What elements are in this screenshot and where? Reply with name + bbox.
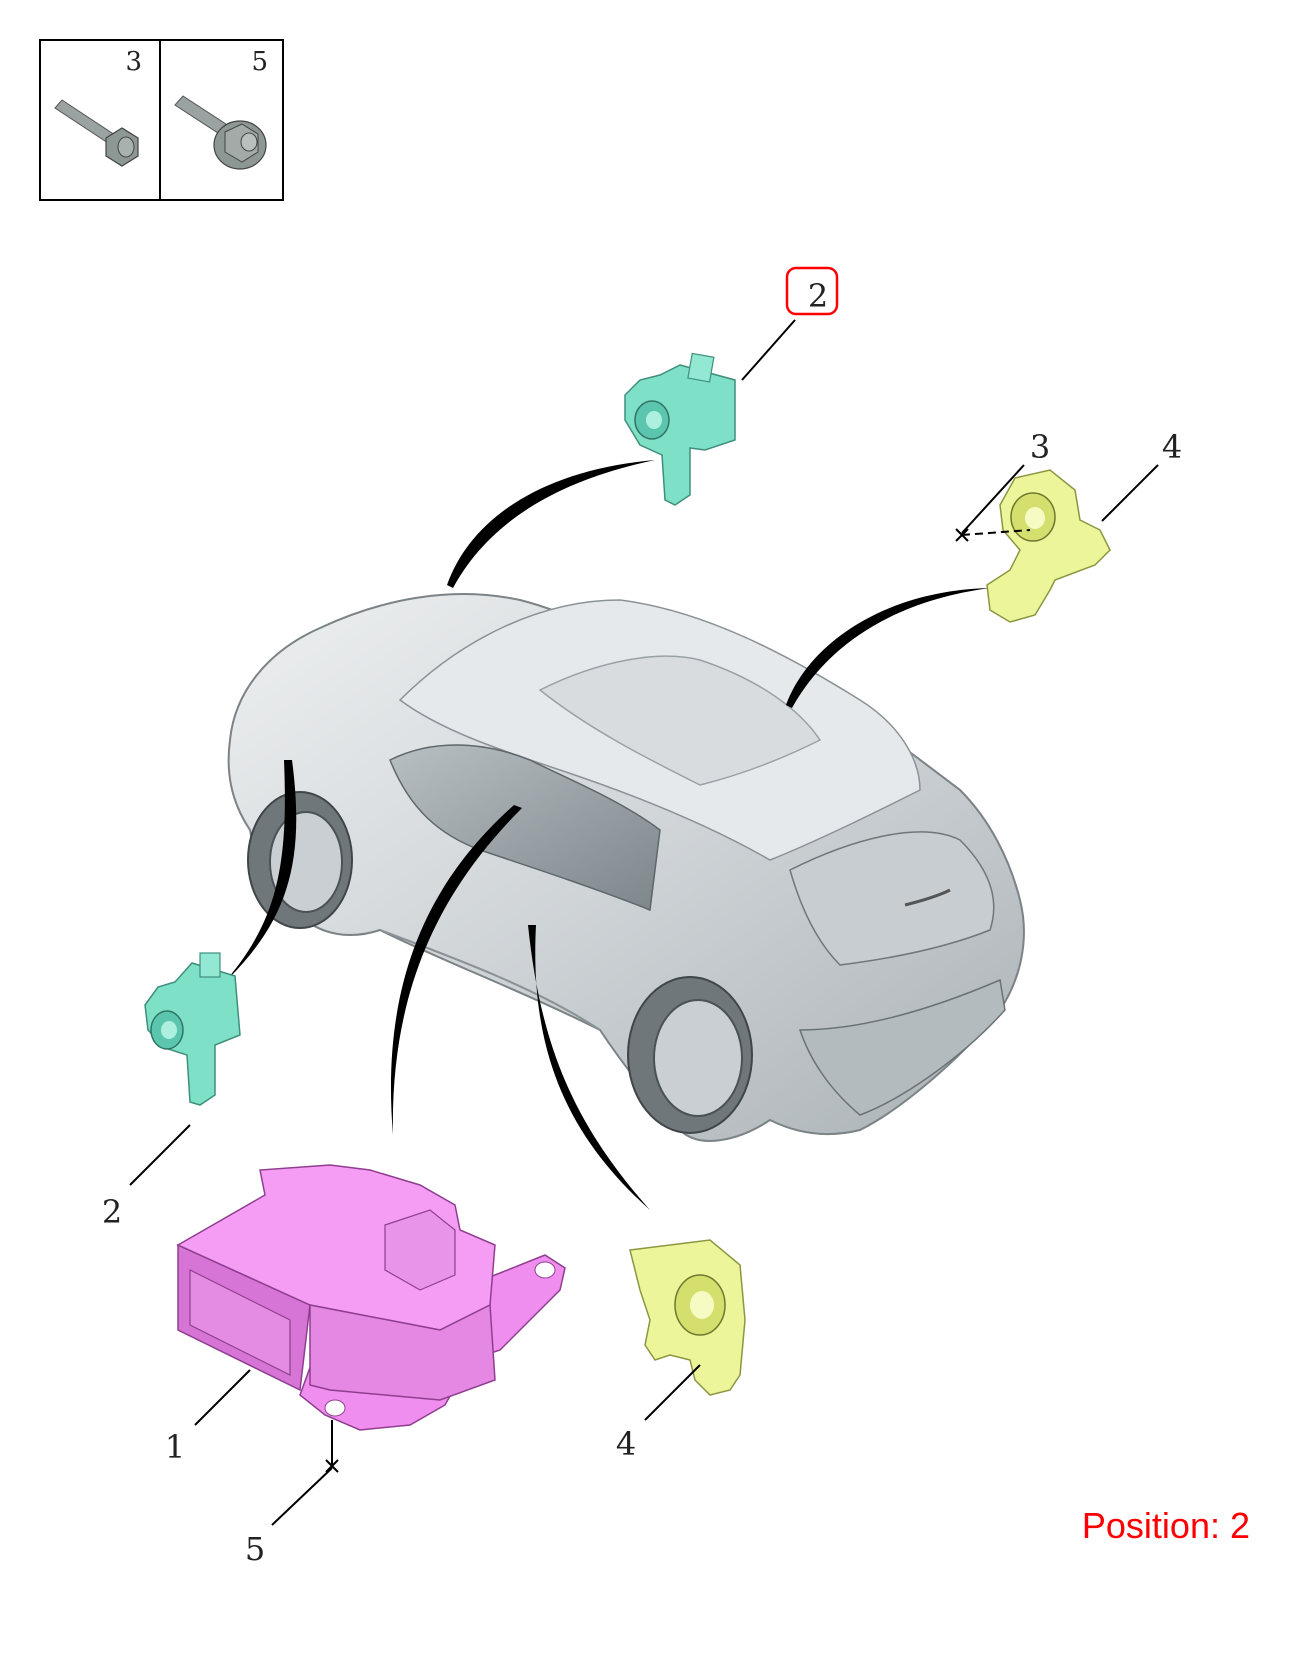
callout-5[interactable]: 5 bbox=[245, 1530, 265, 1568]
callout-leaders bbox=[129, 319, 1159, 1526]
crash-sensor-icon bbox=[629, 1239, 746, 1396]
callout-2-left[interactable]: 2 bbox=[102, 1193, 122, 1231]
fastener-legend: 3 5 bbox=[39, 39, 284, 201]
airbag-module-icon bbox=[176, 1164, 566, 1431]
flange-bolt-icon bbox=[174, 95, 267, 170]
callout-2-top[interactable]: 2 bbox=[808, 277, 828, 315]
car-icon bbox=[227, 593, 1025, 1142]
bolt-icon bbox=[54, 99, 139, 167]
bolt-markers bbox=[325, 528, 1031, 1473]
highlight-box bbox=[785, 266, 839, 316]
callout-4-right[interactable]: 4 bbox=[1162, 428, 1182, 466]
callout-3[interactable]: 3 bbox=[1030, 428, 1050, 466]
leader-swooshes bbox=[222, 460, 990, 1210]
crash-sensor-icon bbox=[144, 952, 241, 1106]
legend-number-3: 3 bbox=[125, 47, 142, 77]
crash-sensor-icon bbox=[986, 469, 1111, 623]
legend-number-5: 5 bbox=[251, 47, 268, 77]
position-indicator: Position: 2 bbox=[1081, 1505, 1250, 1546]
callout-1[interactable]: 1 bbox=[165, 1428, 185, 1466]
crash-sensor-icon bbox=[624, 352, 736, 506]
callout-4-bottom[interactable]: 4 bbox=[616, 1425, 636, 1463]
